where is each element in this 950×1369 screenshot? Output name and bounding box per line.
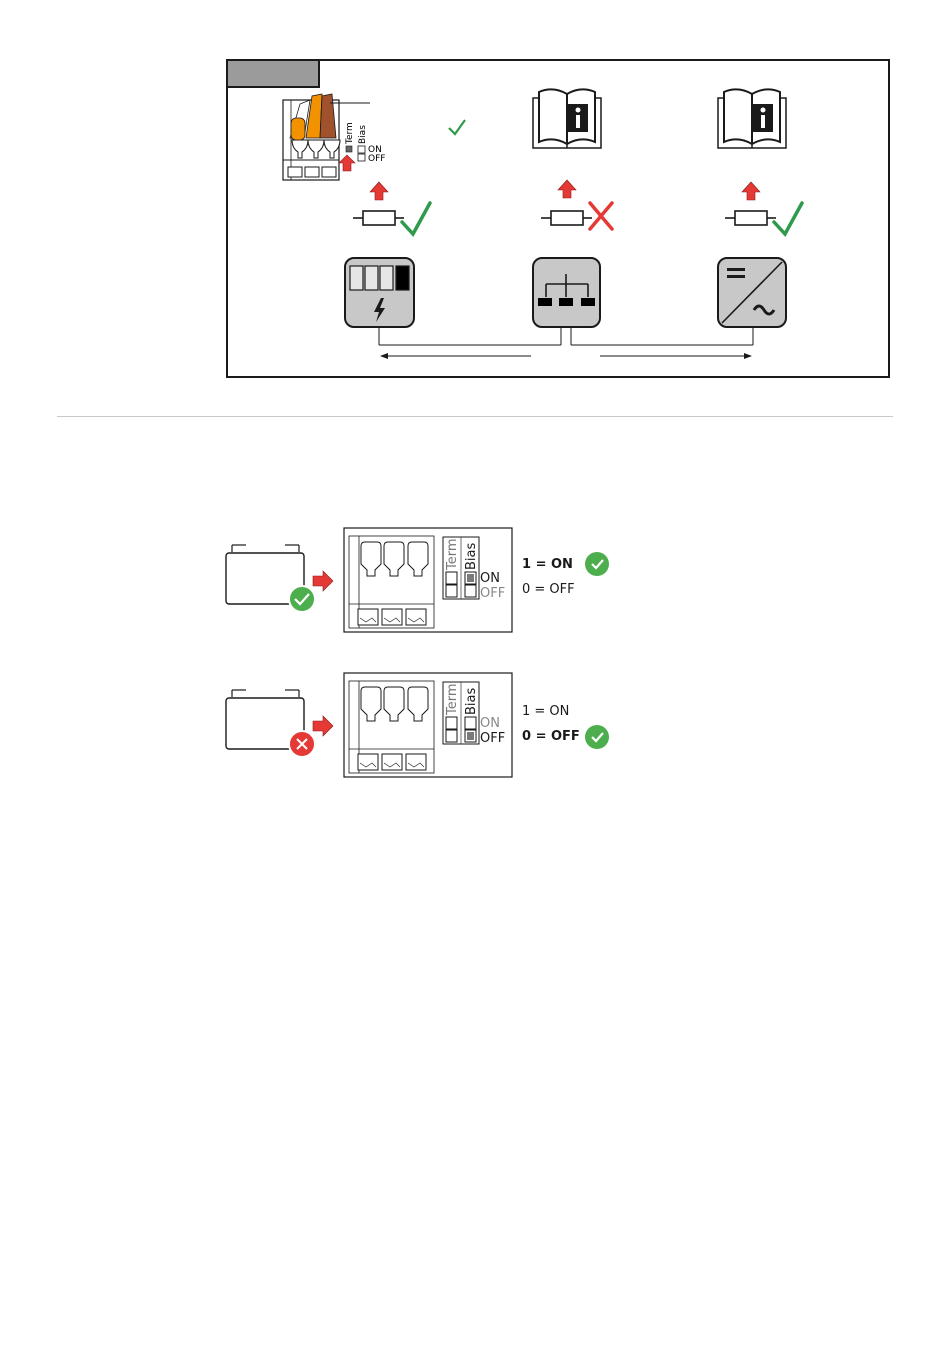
termination-resistor-icon bbox=[541, 211, 592, 225]
selected-check-icon bbox=[585, 552, 609, 576]
off-label: OFF bbox=[480, 586, 505, 601]
option-off-label: 0 = OFF bbox=[522, 582, 575, 598]
red-arrow-up-icon bbox=[558, 180, 576, 198]
battery-meter-icon bbox=[345, 258, 414, 327]
red-arrow-right-icon bbox=[313, 571, 333, 591]
option-on-label: 1 = ON bbox=[522, 557, 573, 573]
bias-label: Bias bbox=[464, 543, 479, 570]
connector-module: Term Bias ON OFF bbox=[283, 94, 385, 180]
distribution-icon bbox=[533, 258, 600, 327]
termination-resistor-icon bbox=[353, 211, 404, 225]
off-label: OFF bbox=[480, 731, 505, 746]
inverter-icon bbox=[718, 258, 786, 327]
wiring-diagram: Term Bias ON OFF bbox=[0, 0, 950, 420]
termination-resistor-icon bbox=[725, 211, 776, 225]
check-icon bbox=[774, 203, 802, 234]
option-on-label: 1 = ON bbox=[522, 704, 569, 720]
manual-info-icon bbox=[718, 89, 786, 148]
selected-check-icon bbox=[585, 725, 609, 749]
bus-connection bbox=[379, 327, 753, 345]
bias-label: Bias bbox=[464, 688, 479, 715]
error-badge-icon bbox=[289, 731, 315, 757]
manual-info-icon bbox=[533, 89, 601, 148]
direction-arrow bbox=[600, 353, 752, 359]
bias-label-small: Bias bbox=[358, 125, 368, 144]
cross-icon bbox=[590, 203, 612, 229]
success-badge-icon bbox=[289, 586, 315, 612]
off-label-small: OFF bbox=[368, 154, 385, 164]
term-label: Term bbox=[445, 538, 460, 571]
connector-board: Term Bias ON OFF bbox=[344, 528, 512, 632]
term-label-small: Term bbox=[345, 122, 355, 145]
direction-arrow bbox=[380, 353, 531, 359]
check-icon bbox=[402, 203, 430, 234]
option-off-label: 0 = OFF bbox=[522, 729, 580, 745]
on-label: ON bbox=[480, 571, 500, 586]
small-check-icon bbox=[449, 120, 465, 134]
on-label: ON bbox=[480, 716, 500, 731]
red-arrow-up-icon bbox=[742, 182, 760, 200]
connector-board: Term Bias ON OFF bbox=[344, 673, 512, 777]
section-divider bbox=[57, 416, 893, 417]
red-arrow-right-icon bbox=[313, 716, 333, 736]
bias-row-2: Term Bias ON OFF bbox=[0, 645, 950, 845]
red-arrow-up-icon bbox=[370, 182, 388, 200]
term-label: Term bbox=[445, 683, 460, 716]
